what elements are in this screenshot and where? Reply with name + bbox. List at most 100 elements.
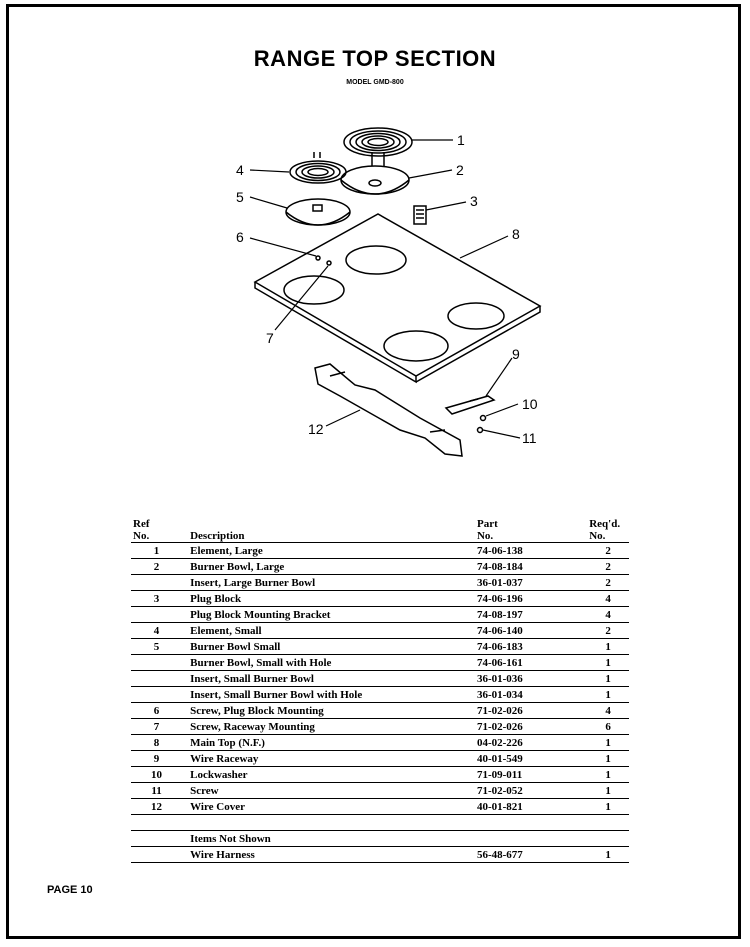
row-qty [587, 814, 629, 831]
model-number: MODEL GMD-800 [346, 79, 404, 86]
row-description: Screw, Plug Block Mounting [190, 702, 477, 719]
qty-header-line1: Req'd. [589, 518, 621, 530]
row-part-no: 74-06-140 [476, 622, 588, 639]
row-part-no: 36-01-037 [476, 574, 588, 591]
qty-header: Req'd. No. [587, 518, 629, 543]
page-number: PAGE 10 [47, 884, 93, 896]
callout-8: 8 [512, 226, 520, 242]
row-description: Insert, Small Burner Bowl with Hole [190, 686, 477, 703]
row-ref: 11 [131, 782, 191, 799]
large-burner-bowl-illustration [340, 165, 410, 195]
items-not-shown-label: Items Not Shown [190, 830, 477, 847]
screw-illustration [476, 426, 484, 434]
row-qty: 2 [587, 574, 629, 591]
row-qty: 2 [587, 558, 629, 575]
row-description: Wire Cover [190, 798, 477, 815]
row-description: Burner Bowl, Large [190, 558, 477, 575]
row-qty: 2 [587, 542, 629, 559]
row-part-no: 74-06-183 [476, 638, 588, 655]
row-description: Screw [190, 782, 477, 799]
row-description: Element, Large [190, 542, 477, 559]
row-ref [131, 846, 191, 863]
row-ref: 1 [131, 542, 191, 559]
row-description: Burner Bowl, Small with Hole [190, 654, 477, 671]
row-ref [131, 654, 191, 671]
row-qty: 1 [587, 654, 629, 671]
row-qty: 4 [587, 590, 629, 607]
row-ref: 2 [131, 558, 191, 575]
row-qty: 1 [587, 638, 629, 655]
row-description: Wire Raceway [190, 750, 477, 767]
wire-raceway-illustration [444, 395, 496, 415]
row-part-no: 71-02-052 [476, 782, 588, 799]
callout-2: 2 [456, 162, 464, 178]
row-description: Lockwasher [190, 766, 477, 783]
row-part-no: 71-02-026 [476, 718, 588, 735]
row-part-no: 36-01-036 [476, 670, 588, 687]
row-part-no [476, 830, 588, 847]
row-ref: 8 [131, 734, 191, 751]
callout-7: 7 [266, 330, 274, 346]
row-part-no: 36-01-034 [476, 686, 588, 703]
row-description: Element, Small [190, 622, 477, 639]
wire-cover-illustration [314, 363, 463, 457]
row-ref [131, 814, 191, 831]
row-part-no: 71-02-026 [476, 702, 588, 719]
row-ref: 7 [131, 718, 191, 735]
row-ref [131, 686, 191, 703]
row-qty: 4 [587, 702, 629, 719]
row-description: Main Top (N.F.) [190, 734, 477, 751]
small-element-illustration [289, 152, 347, 184]
row-ref: 4 [131, 622, 191, 639]
large-element-illustration [343, 127, 413, 166]
small-burner-bowl-illustration [285, 198, 351, 226]
row-ref [131, 606, 191, 623]
row-qty: 1 [587, 766, 629, 783]
row-ref: 9 [131, 750, 191, 767]
row-description [190, 814, 477, 831]
row-ref: 10 [131, 766, 191, 783]
qty-header-line2: No. [589, 530, 606, 542]
row-part-no [476, 814, 588, 831]
plug-block-illustration [413, 205, 427, 225]
row-qty: 1 [587, 686, 629, 703]
row-description: Plug Block [190, 590, 477, 607]
row-qty: 1 [587, 750, 629, 767]
row-qty: 2 [587, 622, 629, 639]
part-header-line2: No. [476, 530, 494, 542]
callout-9: 9 [512, 346, 520, 362]
row-part-no: 40-01-549 [476, 750, 588, 767]
row-qty: 1 [587, 782, 629, 799]
main-top-illustration [253, 213, 542, 384]
row-description: Wire Harness [190, 846, 477, 863]
callout-5: 5 [236, 189, 244, 205]
part-header-line1: Part [476, 518, 498, 530]
row-part-no: 04-02-226 [476, 734, 588, 751]
row-part-no: 74-06-196 [476, 590, 588, 607]
callout-1: 1 [457, 132, 465, 148]
row-description: Plug Block Mounting Bracket [190, 606, 477, 623]
blank-row [131, 814, 629, 831]
exploded-parts-diagram: 1 2 3 4 5 6 7 8 9 10 11 12 [236, 127, 542, 457]
row-qty: 1 [587, 798, 629, 815]
lockwasher-illustration [479, 414, 487, 422]
row-part-no: 71-09-011 [476, 766, 588, 783]
page-border [6, 4, 741, 939]
row-description: Burner Bowl Small [190, 638, 477, 655]
leader-lines [249, 139, 521, 439]
row-description: Screw, Raceway Mounting [190, 718, 477, 735]
part-no-header: Part No. [476, 518, 588, 543]
row-ref: 3 [131, 590, 191, 607]
row-qty: 1 [587, 734, 629, 751]
